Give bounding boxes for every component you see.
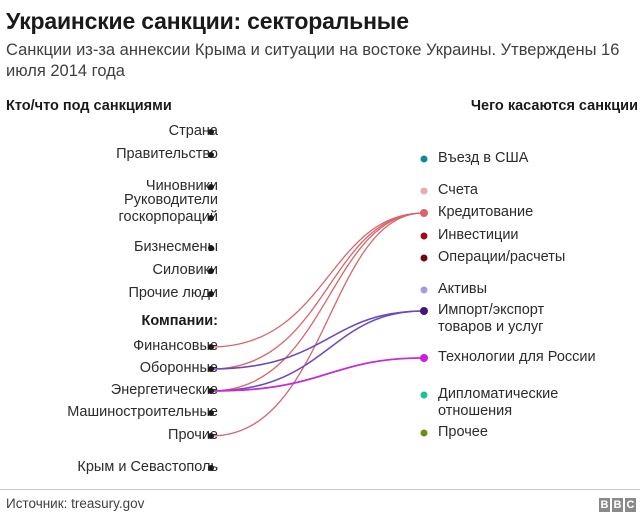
left-node-dot (208, 129, 214, 135)
right-node-label: Прочее (438, 424, 488, 440)
link-curve (210, 212, 425, 348)
link-curve (210, 357, 425, 392)
left-node-label: Оборонные (139, 360, 218, 376)
bbc-logo-letter: B (599, 498, 610, 512)
left-node-label: Машиностроительные (67, 404, 218, 420)
left-node-label: Бизнесмены (133, 239, 218, 255)
left-node-label: Крым и Севастополь (77, 459, 218, 475)
link-curve (210, 310, 425, 370)
right-node-label: Активы (438, 281, 488, 297)
right-node-label: Инвестиции (438, 227, 519, 243)
left-node-label: Силовики (152, 262, 218, 278)
left-node-label: Страна (168, 123, 218, 139)
right-node-dot (420, 286, 428, 294)
left-node-dot (208, 366, 214, 372)
left-node-dot (208, 152, 214, 158)
left-node-label: Правительство (116, 146, 218, 162)
left-node-label: Энергетические (110, 382, 218, 398)
left-node-dot (208, 268, 214, 274)
link-curve (210, 212, 425, 437)
page-subtitle: Санкции из-за аннексии Крыма и ситуации … (6, 41, 620, 80)
right-column-heading: Чего касаются санкции (470, 98, 638, 114)
right-node-label: Дипломатические отношения (438, 386, 559, 419)
bbc-logo-letter: B (612, 498, 623, 512)
left-node-dot (208, 291, 214, 297)
right-node-dot (420, 307, 428, 315)
footer-divider (0, 489, 640, 490)
left-node-dot (208, 388, 214, 394)
left-node-label: Финансовые (133, 338, 218, 354)
link-curve (210, 212, 425, 370)
right-node-label: Импорт/экспорт товаров и услуг (438, 302, 545, 335)
right-node-dot (420, 187, 428, 195)
right-node-label: Въезд в США (438, 150, 529, 166)
right-node-dot (420, 354, 428, 362)
left-node-dot (208, 184, 214, 190)
bbc-logo-letter: C (625, 498, 636, 512)
link-curve (210, 310, 425, 392)
right-node-dot (420, 209, 428, 217)
right-node-label: Технологии для России (438, 349, 596, 365)
right-node-dot (420, 391, 428, 399)
right-node-dot (420, 429, 428, 437)
left-node-dot (208, 245, 214, 251)
right-node-dot (420, 232, 428, 240)
left-node-label: Чиновники (145, 178, 218, 194)
right-node-label: Кредитование (438, 204, 534, 220)
right-node-dot (420, 254, 428, 262)
left-node-label: Прочие люди (128, 285, 218, 301)
left-node-dot (208, 410, 214, 416)
left-group-label: Компании: (141, 313, 218, 329)
left-column-heading: Кто/что под санкциями (6, 98, 172, 114)
right-node-dot (420, 155, 428, 163)
right-node-label: Операции/расчеты (438, 249, 566, 265)
left-node-label: Руководители госкорпораций (118, 192, 218, 225)
right-node-label: Счета (438, 182, 478, 198)
left-node-dot (208, 215, 214, 221)
left-node-dot (208, 433, 214, 439)
left-node-dot (208, 344, 214, 350)
page-title: Украинские санкции: секторальные (6, 8, 409, 34)
left-node-label: Прочие (168, 427, 218, 443)
link-curve (210, 212, 425, 392)
left-node-dot (208, 465, 214, 471)
source-credit: Источник: treasury.gov (6, 496, 145, 511)
